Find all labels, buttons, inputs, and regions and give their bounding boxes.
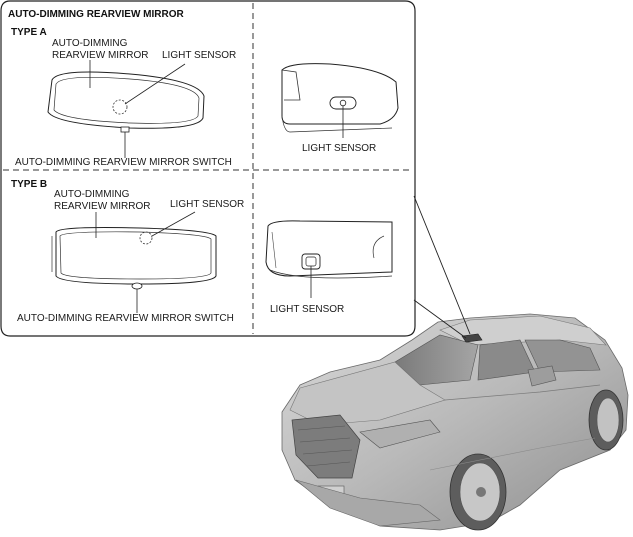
- type-b-mirror-label-2: REARVIEW MIRROR: [54, 201, 151, 212]
- diagram-title: AUTO-DIMMING REARVIEW MIRROR: [8, 9, 185, 20]
- type-a-rear-sensor-label: LIGHT SENSOR: [302, 143, 376, 154]
- type-a-sensor-circle: [112, 99, 128, 115]
- type-a-rear-sensor: [339, 99, 347, 107]
- type-a-switch-button: [120, 126, 130, 133]
- type-b-rear-view: [265, 220, 393, 279]
- type-a-heading: TYPE A: [11, 27, 47, 38]
- type-a-rear-view: [281, 63, 399, 133]
- type-b-mirror-label-1: AUTO-DIMMING: [54, 189, 130, 200]
- type-b-sensor-circle: [139, 231, 153, 245]
- type-b-switch-label: AUTO-DIMMING REARVIEW MIRROR SWITCH: [17, 313, 234, 324]
- type-b-light-sensor-label: LIGHT SENSOR: [170, 199, 244, 210]
- type-a-switch-label: AUTO-DIMMING REARVIEW MIRROR SWITCH: [15, 157, 232, 168]
- type-a-mirror: [47, 71, 205, 133]
- type-b-heading: TYPE B: [11, 179, 47, 190]
- type-a-light-sensor-label: LIGHT SENSOR: [162, 50, 236, 61]
- callout-leader-upper: [413, 195, 471, 335]
- type-b-rear-sensor-label: LIGHT SENSOR: [270, 304, 344, 315]
- type-a-mirror-label-2: REARVIEW MIRROR: [52, 50, 149, 61]
- type-b-mirror: [51, 227, 217, 290]
- type-b-switch-button: [131, 282, 143, 290]
- callout-leader-lower: [413, 299, 467, 339]
- vehicle-illustration: [281, 313, 629, 531]
- type-a-mirror-label-1: AUTO-DIMMING: [52, 38, 128, 49]
- type-b-rear-sensor: [305, 256, 317, 267]
